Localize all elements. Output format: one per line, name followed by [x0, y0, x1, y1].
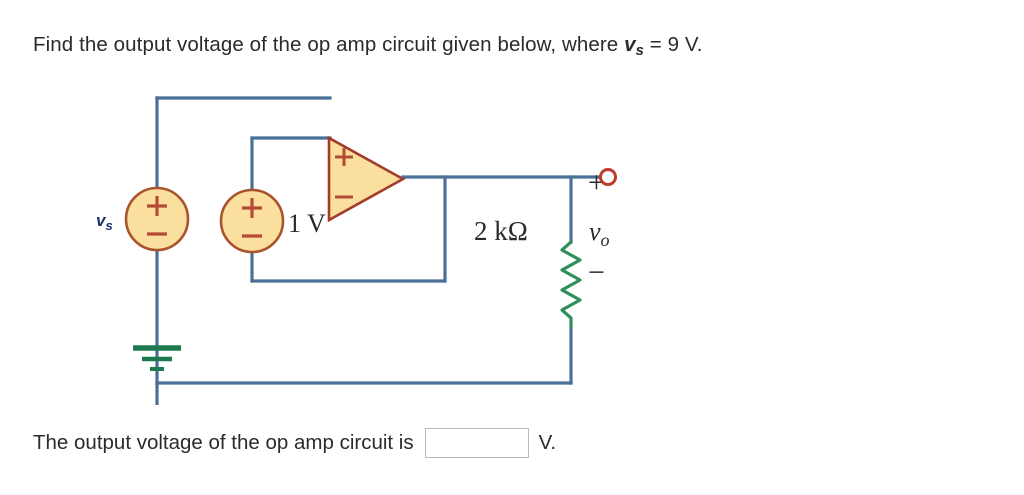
question-text-before: Find the output voltage of the op amp ci… — [33, 33, 625, 56]
resistor-2k — [560, 240, 582, 328]
vs-label-subscript: s — [105, 218, 112, 233]
voltage-source-1v-label: 1 V — [288, 209, 326, 238]
voltage-source-1v-plus — [242, 198, 262, 218]
op-amp-triangle — [327, 135, 406, 223]
answer-input[interactable] — [424, 428, 529, 458]
answer-prompt-text: The output voltage of the op amp circuit… — [33, 431, 414, 454]
op-amp-plus-symbol — [335, 148, 353, 166]
vs-label-v: v — [96, 211, 107, 230]
answer-line: The output voltage of the op amp circuit… — [33, 428, 556, 458]
circuit-diagram: vs 1 V 2 kΩ + vo − — [0, 60, 1024, 405]
ground-symbol — [133, 345, 181, 371]
question-variable-v: v — [624, 33, 636, 56]
output-terminal-node — [599, 168, 617, 186]
voltage-source-vs-plus — [147, 196, 167, 216]
resistor-label: 2 kΩ — [474, 216, 528, 246]
voltage-source-vs — [124, 186, 190, 252]
question-variable-subscript: s — [635, 43, 644, 60]
voltage-source-1v — [219, 188, 285, 254]
voltage-source-1v-body — [219, 188, 285, 254]
resistor-zigzag — [560, 240, 582, 320]
voltage-source-vs-label: vs — [96, 211, 113, 233]
question-prompt: Find the output voltage of the op amp ci… — [33, 32, 703, 64]
output-label-subscript: o — [601, 230, 610, 250]
op-amp — [327, 135, 406, 223]
output-polarity-minus: − — [588, 256, 605, 289]
circuit-wires — [155, 96, 602, 405]
output-voltage-label: vo — [589, 217, 610, 250]
voltage-source-vs-body — [124, 186, 190, 252]
question-text-after: = 9 V. — [643, 33, 703, 56]
output-label-v: v — [589, 217, 601, 246]
answer-unit-label: V. — [538, 431, 557, 454]
